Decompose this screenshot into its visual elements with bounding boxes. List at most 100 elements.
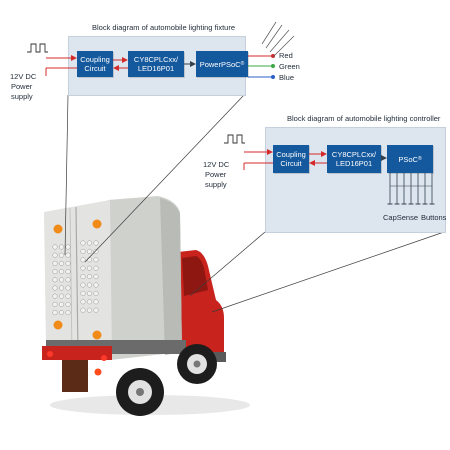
controller-psoc-mark: ®: [417, 155, 422, 162]
box-side-shade: [160, 198, 182, 355]
controller-led-line2: LED16P01: [335, 159, 373, 168]
led-dot: [65, 277, 71, 283]
led-dot: [65, 301, 71, 307]
led-dot: [65, 260, 71, 266]
led-dot: [58, 277, 65, 283]
fixture-output-blue: Blue: [279, 73, 295, 82]
controller-led-line1: CY8CPLCxx/: [331, 150, 377, 159]
led-dot: [58, 244, 65, 250]
led-dot: [80, 257, 86, 263]
controller-power-line3: supply: [205, 180, 227, 189]
fixture-coupling-line2: Circuit: [84, 64, 106, 73]
led-dot: [52, 277, 58, 283]
led-dot: [93, 307, 99, 313]
fixture-psoc-block: PowerPSoC®: [196, 51, 248, 77]
light-rays-icon: [261, 21, 295, 58]
wheel-rear: [116, 368, 164, 416]
fixture-power-line1: 12V DC: [10, 72, 37, 81]
led-dot: [65, 244, 71, 250]
led-blue-dot: [271, 75, 275, 79]
buttons-label: Buttons: [421, 213, 447, 222]
led-green-dot: [271, 64, 275, 68]
controller-psoc-block: PSoC®: [387, 145, 433, 173]
led-dot: [52, 293, 58, 299]
rear-bumper: [42, 346, 112, 360]
fixture-psoc-mark: ®: [240, 60, 245, 67]
capsense-label: CapSense: [383, 213, 419, 222]
controller-led-block: CY8CPLCxx/ LED16P01: [327, 145, 381, 173]
fixture-power-line3: supply: [11, 92, 33, 101]
controller-power-line1: 12V DC: [203, 160, 230, 169]
led-grid-right: [80, 240, 99, 313]
led-dot: [86, 307, 93, 313]
led-dot: [86, 282, 93, 288]
led-dot: [80, 282, 86, 288]
controller-panel: [265, 127, 446, 233]
fixture-coupling-block: Coupling Circuit: [77, 51, 113, 77]
led-dot: [80, 290, 86, 296]
led-dot: [58, 293, 65, 299]
led-dot: [86, 240, 93, 246]
leader-controller-bottom: [211, 231, 445, 313]
fixture-coupling-line1: Coupling: [80, 55, 110, 64]
led-dot: [58, 260, 65, 266]
fixture-led-line1: CY8CPLCxx/: [133, 55, 179, 64]
led-dot: [58, 310, 65, 316]
led-dot: [65, 252, 71, 258]
led-dot: [93, 248, 99, 254]
led-dot: [58, 301, 65, 307]
led-dot: [65, 285, 71, 291]
led-dot: [52, 269, 58, 275]
leader-fixture-right: [84, 94, 245, 263]
rear-door-seam: [75, 206, 79, 355]
led-dot: [93, 290, 99, 296]
led-dot: [86, 265, 93, 271]
led-dot: [80, 299, 86, 305]
amber-lights: [53, 219, 102, 340]
led-dot: [86, 290, 93, 296]
led-dot: [52, 301, 58, 307]
led-dot: [52, 252, 58, 258]
controller-title: Block diagram of automobile lighting con…: [287, 114, 441, 123]
leader-controller-top: [189, 231, 266, 297]
led-dot: [52, 310, 58, 316]
led-dot: [65, 310, 71, 316]
fixture-power-line2: Power: [11, 82, 33, 91]
fixture-led-line2: LED16P01: [137, 64, 175, 73]
led-dot: [80, 248, 86, 254]
tail-lights: [47, 351, 107, 376]
led-red-dot: [271, 54, 275, 58]
capsense-pins: [387, 173, 435, 205]
led-dot: [86, 299, 93, 305]
led-dot: [93, 240, 99, 246]
led-dot: [93, 282, 99, 288]
fixture-title: Block diagram of automobile lighting fix…: [92, 23, 235, 32]
wheel-front: [177, 344, 217, 384]
fixture-output-green: Green: [279, 62, 300, 71]
led-dot: [80, 240, 86, 246]
fixture-pulse-icon: [27, 43, 48, 53]
led-dot: [80, 265, 86, 271]
led-dot: [93, 274, 99, 280]
controller-psoc-label: PSoC: [398, 154, 418, 164]
controller-coupling-line2: Circuit: [280, 159, 302, 168]
led-dot: [80, 274, 86, 280]
leader-fixture-left: [64, 94, 69, 256]
fixture-led-block: CY8CPLCxx/ LED16P01: [128, 51, 184, 77]
led-dot: [93, 265, 99, 271]
controller-power-line2: Power: [205, 170, 227, 179]
led-dot: [80, 307, 86, 313]
led-dot: [52, 244, 58, 250]
led-dot: [93, 299, 99, 305]
led-dot: [58, 285, 65, 291]
led-dot: [86, 248, 93, 254]
controller-coupling-block: Coupling Circuit: [273, 145, 309, 173]
controller-coupling-line1: Coupling: [276, 150, 306, 159]
led-dot: [93, 257, 99, 263]
box-rear: [44, 200, 112, 360]
led-dot: [65, 269, 71, 275]
led-dot: [65, 293, 71, 299]
led-dot: [58, 269, 65, 275]
